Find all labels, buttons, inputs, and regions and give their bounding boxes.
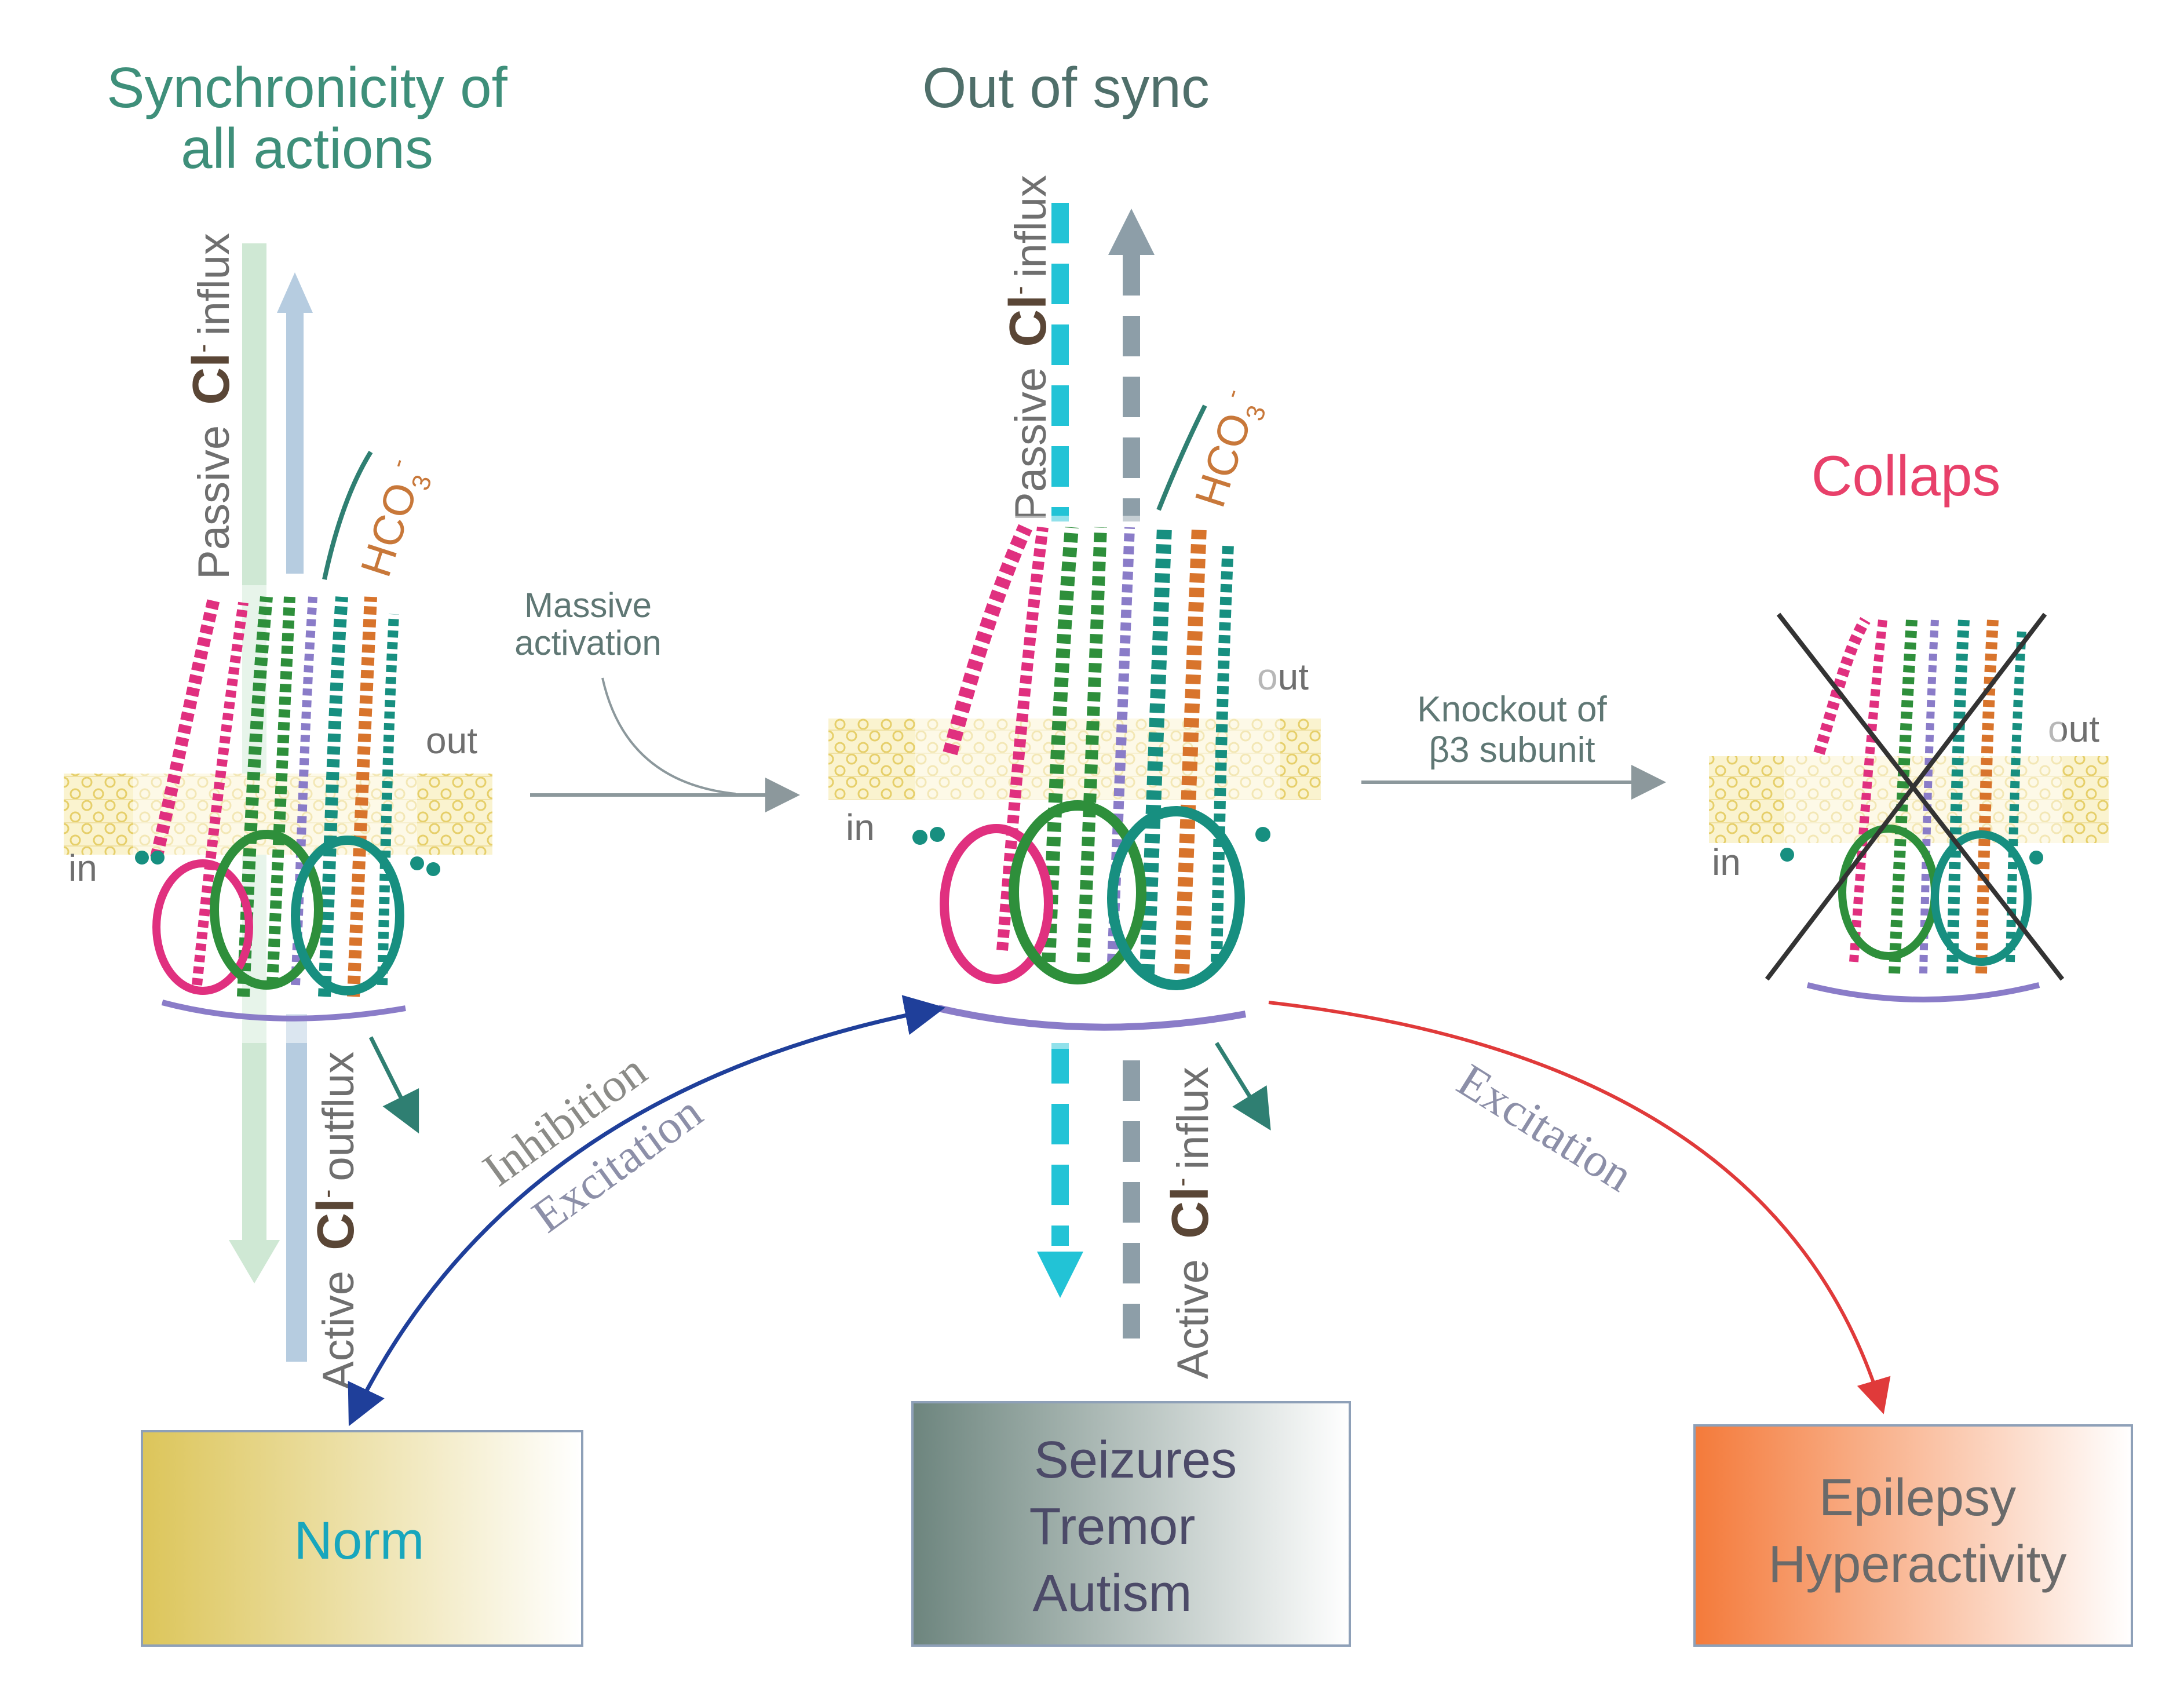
left-receptor-structure [133, 585, 440, 1043]
left-membrane-in: in [68, 847, 97, 889]
right-panel: in out [1709, 612, 2109, 1020]
middle-membrane-in: in [846, 807, 875, 848]
right-title: Collaps [1812, 444, 2001, 508]
inhibition-excitation-link: Inhibition Excitation [348, 995, 945, 1427]
autism-label: Autism [1032, 1564, 1192, 1622]
left-active-arrowhead [277, 272, 313, 313]
middle-receptor-structure [912, 516, 1280, 1049]
left-title-line-1: Synchronicity of [107, 56, 508, 119]
left-active-bar-upper [286, 313, 304, 574]
seizures-box: Seizures Tremor Autism [911, 1401, 1351, 1647]
left-hco3-curve [322, 450, 373, 580]
middle-panel: Passive Cl-influx Active Cl-influx HCO3-… [828, 175, 1321, 1379]
blue-double-arrow [348, 995, 945, 1427]
massive-activation-transition: Massive activation [514, 586, 800, 812]
norm-box: Norm [141, 1430, 583, 1647]
left-hco3-label: HCO3- [349, 454, 440, 584]
excitation-to-epilepsy-link: Excitation [1268, 1001, 1891, 1414]
knockout-line-1: Knockout of [1417, 690, 1607, 730]
massive-activation-curve [601, 677, 736, 795]
massive-activation-line-2: activation [514, 623, 661, 662]
left-membrane-out: out [426, 720, 477, 761]
knockout-transition: Knockout of β3 subunit [1361, 690, 1666, 800]
seizures-label: Seizures [1034, 1431, 1237, 1489]
hyperactivity-label: Hyperactivity [1768, 1536, 2066, 1593]
middle-hco3-label: HCO3- [1183, 385, 1274, 515]
left-active-label: Active Cl-outflux [307, 1052, 365, 1391]
collapse-cross [1765, 612, 2065, 981]
left-passive-influx-arrowhead [229, 1240, 280, 1283]
right-receptor-structure [1780, 614, 2062, 1020]
red-arrow [1268, 1001, 1891, 1414]
left-active-bar-lower [286, 1014, 307, 1362]
middle-active-arrowhead [1108, 209, 1155, 255]
left-title-line-2: all actions [181, 116, 433, 180]
middle-active-label: Active Cl-influx [1162, 1067, 1219, 1379]
left-panel: Passive Cl-influx Active Cl-outflux HCO3… [64, 233, 492, 1391]
epilepsy-box: Epilepsy Hyperactivity [1693, 1424, 2133, 1647]
tremor-label: Tremor [1029, 1498, 1196, 1556]
massive-activation-line-1: Massive [524, 586, 652, 625]
left-title: Synchronicity of all actions [107, 56, 508, 180]
left-passive-label: Passive Cl-influx [182, 233, 240, 579]
epilepsy-label: Epilepsy [1819, 1469, 2016, 1527]
right-membrane-in: in [1712, 841, 1741, 883]
knockout-line-2: β3 subunit [1429, 730, 1595, 770]
middle-passive-label: Passive Cl-influx [999, 175, 1057, 521]
middle-hco3-curve [1156, 404, 1207, 511]
norm-label: Norm [294, 1511, 425, 1570]
middle-passive-arrowhead [1037, 1252, 1083, 1298]
excitation-right-label: Excitation [1448, 1053, 1642, 1202]
middle-title: Out of sync [922, 56, 1210, 119]
middle-efflux-arrow [1215, 1042, 1271, 1130]
left-efflux-arrow [368, 1036, 419, 1134]
